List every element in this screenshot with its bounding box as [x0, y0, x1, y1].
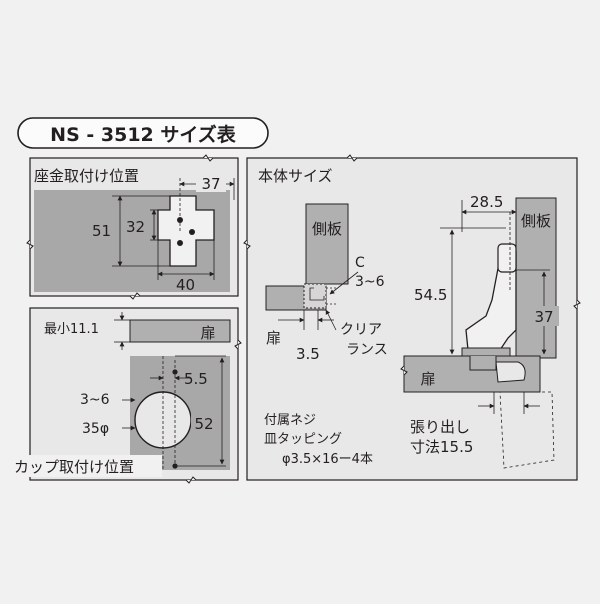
left-door-label: 扉	[266, 329, 281, 347]
screw-line-3: φ3.5×16ー4本	[282, 452, 373, 467]
title: NS - 3512 サイズ表	[50, 123, 237, 146]
plate-position-panel: 座金取付け位置 37 51 32 40	[26, 154, 239, 300]
cup-dim-5-5: 5.5	[184, 370, 208, 388]
left-clearance-range: 3~6	[355, 274, 385, 290]
plate-dim-37: 37	[201, 175, 220, 193]
clearance-label-2: ランス	[346, 342, 388, 358]
body-size-panel: 本体サイズ 側板 C 3~6 扉 3.5 クリア ランス 側板 扉	[243, 154, 581, 481]
title-pill: NS - 3512 サイズ表	[17, 117, 269, 149]
right-dim-54-5: 54.5	[414, 286, 447, 304]
plate-heading: 座金取付け位置	[34, 167, 139, 185]
right-dim-28-5: 28.5	[470, 193, 503, 211]
cup-heading: カップ取付け位置	[14, 458, 134, 476]
screw-line-1: 付属ネジ	[264, 413, 316, 428]
right-door-label: 扉	[420, 370, 435, 388]
left-clearance-c: C	[355, 255, 365, 271]
cup-dim-35: 35φ	[82, 421, 109, 437]
plate-dim-32: 32	[126, 218, 145, 236]
left-side-board: 側板	[312, 220, 342, 238]
cup-hole	[134, 391, 192, 449]
cup-door-label: 扉	[200, 324, 215, 342]
cup-min-label: 最小11.1	[44, 322, 99, 337]
clearance-label-1: クリア	[340, 322, 382, 338]
right-side-board: 側板	[521, 212, 551, 230]
plate-dim-51: 51	[92, 222, 111, 240]
right-dim-37: 37	[534, 308, 553, 326]
body-heading: 本体サイズ	[258, 167, 333, 185]
screw-line-2: 皿タッピング	[264, 432, 342, 447]
overhang-line-2: 寸法15.5	[410, 438, 473, 456]
cup-dim-52: 52	[194, 415, 213, 433]
cup-position-panel: 扉 最小11.1 5.5 3~6 35φ 52	[12, 307, 242, 484]
overhang-line-1: 張り出し	[410, 418, 470, 436]
cup-dim-3-6: 3~6	[80, 392, 110, 408]
plate-dim-40: 40	[176, 276, 195, 294]
left-dim-3-5: 3.5	[296, 345, 320, 363]
